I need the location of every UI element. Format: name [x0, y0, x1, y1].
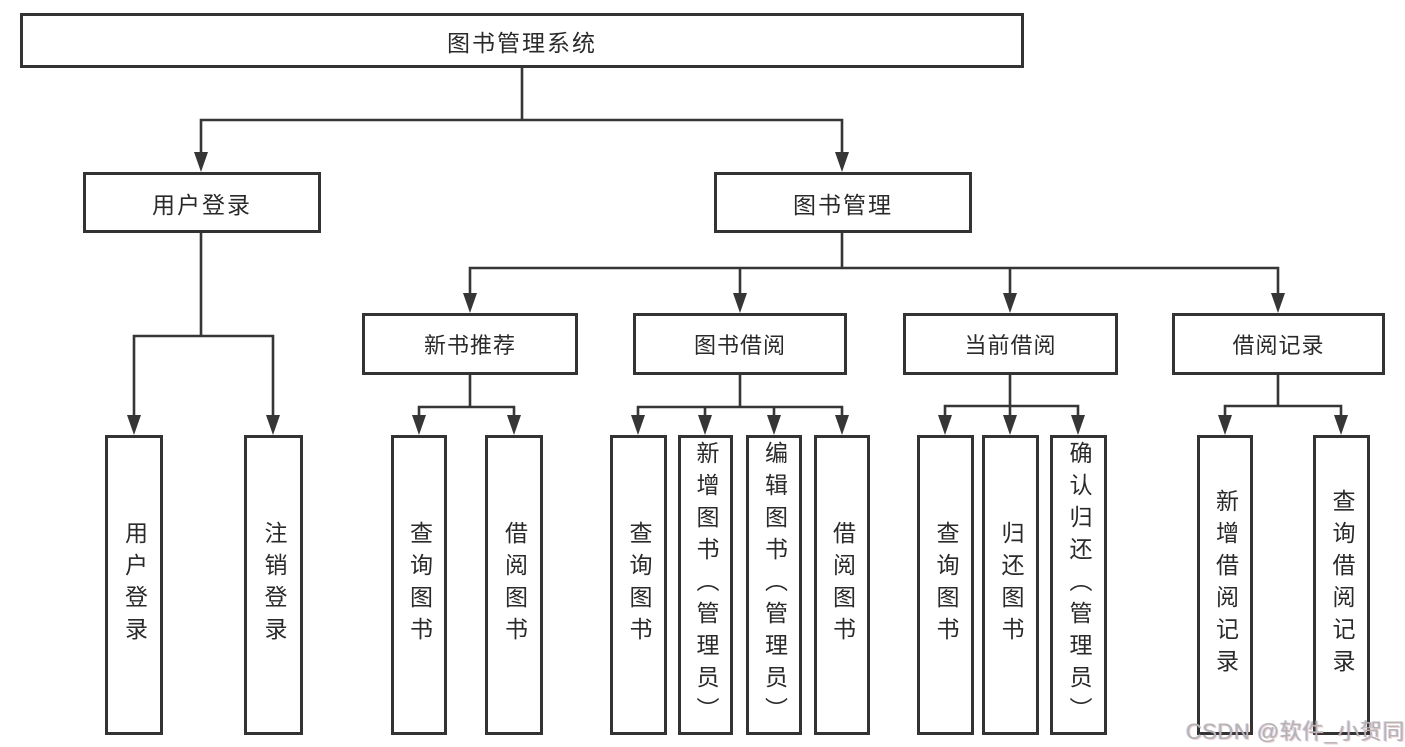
connector-current-borrow-section — [938, 375, 1085, 435]
node-label: 注销登录 — [261, 521, 287, 649]
leaf-borrow-book-recommend: 借阅图书 — [485, 435, 543, 735]
node-label: 借阅图书 — [501, 521, 528, 649]
connector-borrow-record-section — [1218, 375, 1348, 435]
connector-user-login-branch — [127, 233, 280, 435]
node-label: 当前借阅 — [964, 333, 1057, 358]
connector-book-borrow-section — [631, 375, 849, 435]
node-label: 用户登录 — [121, 521, 148, 649]
connector-root-to-level2 — [194, 68, 849, 172]
leaf-edit-book-admin: 编辑图书（管理员） — [746, 435, 802, 735]
node-label: 新书推荐 — [423, 333, 516, 358]
node-new-book-recommend: 新书推荐 — [362, 313, 578, 375]
node-label: 查询图书 — [626, 521, 652, 649]
leaf-query-borrow-record: 查询借阅记录 — [1313, 435, 1370, 735]
node-user-login-branch: 用户登录 — [83, 172, 321, 233]
node-label: 图书借阅 — [693, 333, 786, 358]
leaf-query-books-current: 查询图书 — [917, 435, 974, 735]
leaf-add-borrow-record: 新增借阅记录 — [1197, 435, 1253, 735]
leaf-logout: 注销登录 — [244, 435, 303, 735]
leaf-confirm-return-admin: 确认归还（管理员） — [1050, 435, 1107, 735]
node-label: 归还图书 — [998, 521, 1024, 649]
node-label: 确认归还（管理员） — [1066, 441, 1092, 729]
node-label: 图书管理 — [793, 191, 893, 218]
node-label: 借阅记录 — [1232, 333, 1325, 358]
node-label: 用户登录 — [152, 191, 252, 218]
csdn-watermark: CSDN @软件_小贺同学 — [1186, 719, 1405, 744]
leaf-borrow-book: 借阅图书 — [814, 435, 870, 735]
leaf-user-login: 用户登录 — [105, 435, 163, 735]
connector-book-management-branch — [463, 233, 1285, 313]
connector-new-book-section — [412, 375, 521, 435]
node-label: 借阅图书 — [829, 521, 856, 649]
node-label: 新增借阅记录 — [1212, 489, 1239, 681]
leaf-return-book: 归还图书 — [982, 435, 1039, 735]
node-label: 查询借阅记录 — [1329, 489, 1355, 681]
leaf-query-books-borrowing: 查询图书 — [610, 435, 667, 735]
node-label: 新增图书（管理员） — [693, 441, 719, 729]
node-book-borrowing: 图书借阅 — [633, 313, 847, 375]
node-library-management-system: 图书管理系统 — [20, 13, 1024, 68]
node-label: 查询图书 — [933, 521, 959, 649]
node-label: 图书管理系统 — [447, 29, 597, 56]
leaf-query-books-recommend: 查询图书 — [391, 435, 447, 735]
node-label: 查询图书 — [406, 521, 433, 649]
node-book-management-branch: 图书管理 — [714, 172, 972, 233]
node-borrow-records: 借阅记录 — [1172, 313, 1385, 375]
node-current-borrowing: 当前借阅 — [903, 313, 1118, 375]
node-label: 编辑图书（管理员） — [761, 441, 788, 729]
leaf-add-book-admin: 新增图书（管理员） — [678, 435, 733, 735]
